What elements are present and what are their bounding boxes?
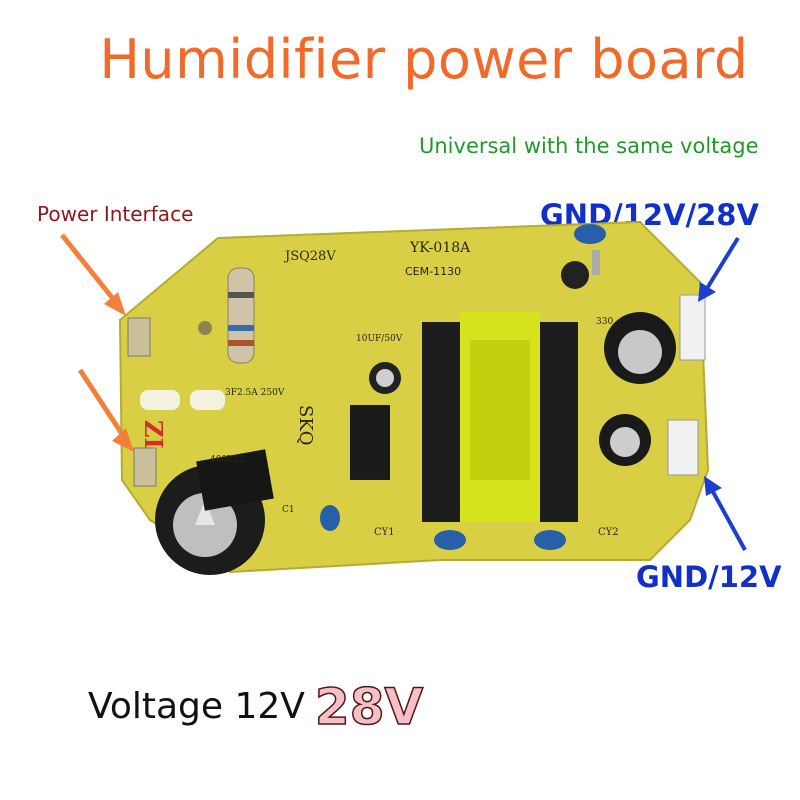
marking-model-right: YK-018A <box>409 240 471 256</box>
y-capacitor <box>534 530 566 550</box>
power-interface-label: Power Interface <box>37 202 194 226</box>
board-slot <box>140 390 180 410</box>
marking-material: CEM-1130 <box>405 265 461 278</box>
marking-fuse: 3F2.5A 250V <box>225 388 285 398</box>
fuse <box>227 267 255 364</box>
page-title: Humidifier power board <box>99 28 749 91</box>
orange-arrow <box>77 368 129 442</box>
marking-cap-small: 10UF/50V <box>356 334 403 344</box>
marking-cap-right: 330 <box>596 317 613 327</box>
transistor <box>350 405 390 480</box>
voltage-highlight: 28V <box>314 677 424 737</box>
blue-arrow <box>710 489 747 551</box>
marking-model-left: JSQ28V <box>283 249 336 264</box>
power-terminal <box>127 317 151 357</box>
blue-arrow <box>704 236 740 292</box>
marking-cap-big: 400V22 <box>210 455 245 465</box>
marking-c1: C1 <box>282 505 295 515</box>
power-terminal <box>133 447 157 487</box>
connector-2pin <box>667 419 699 476</box>
y-capacitor <box>574 224 606 244</box>
y-capacitor <box>434 530 466 550</box>
marking-cy2: CY2 <box>598 527 619 538</box>
connector-3pin <box>679 294 706 361</box>
marking-brand: SKQ <box>295 405 316 446</box>
orange-arrow <box>60 233 120 307</box>
red-marking: ZI <box>139 420 168 449</box>
connector-bottom-label: GND/12V <box>636 560 782 594</box>
board-slot <box>190 390 225 410</box>
mounting-hole <box>198 321 212 335</box>
marking-cy1: CY1 <box>374 527 395 538</box>
y-capacitor <box>320 505 340 531</box>
top-transistor <box>561 261 589 289</box>
subtitle: Universal with the same voltage <box>419 134 759 158</box>
voltage-prefix: Voltage 12V <box>88 686 305 727</box>
